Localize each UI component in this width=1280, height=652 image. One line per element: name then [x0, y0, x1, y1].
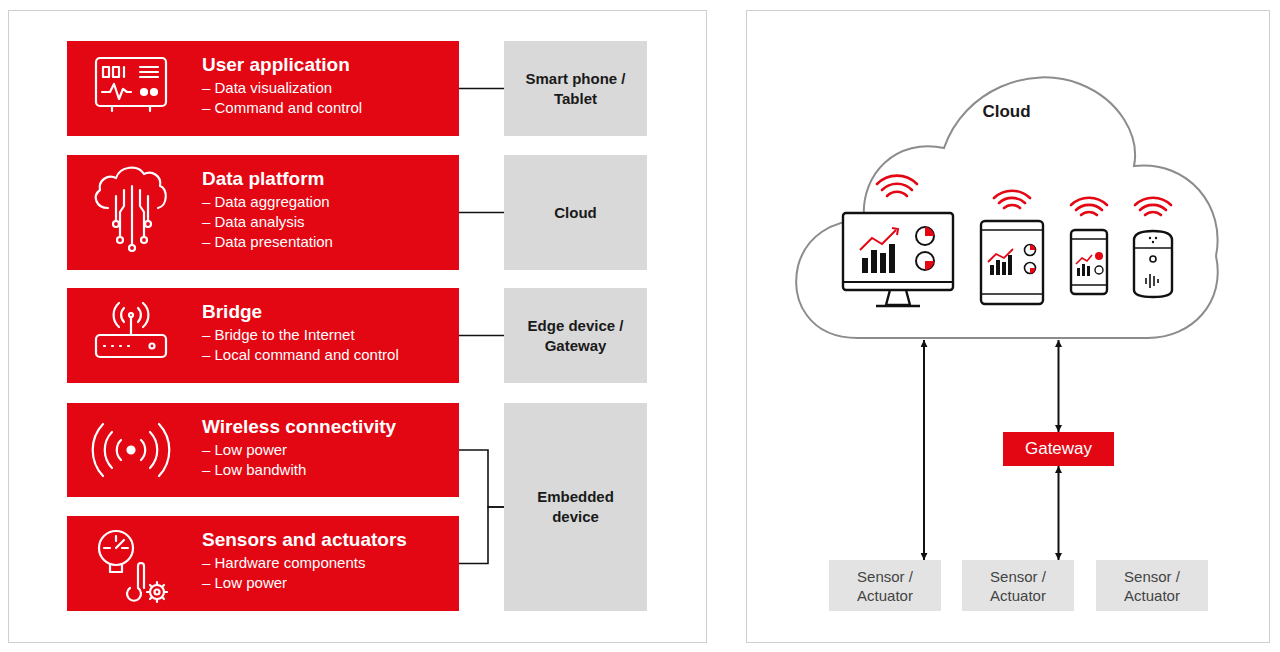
node-title: Embedded device	[512, 487, 639, 527]
node-bullet: – Data visualization	[202, 78, 449, 98]
bracket-line	[459, 212, 504, 214]
layer-box: User application– Data visualization– Co…	[67, 41, 459, 136]
node-title: Edge device / Gateway	[512, 316, 639, 356]
right-panel	[747, 11, 1270, 643]
gateway-box: Gateway	[1003, 432, 1114, 466]
bracket-line	[459, 450, 504, 507]
bracket-line	[459, 507, 504, 564]
node-title: Sensors and actuators	[202, 528, 449, 552]
node-title: User application	[202, 53, 449, 77]
node-title: Data platform	[202, 167, 449, 191]
node-bullet: – Low bandwith	[202, 460, 449, 480]
node-title: Sensor / Actuator	[1104, 567, 1200, 605]
cloud-shape: Cloud	[788, 60, 1225, 340]
node-title: Gateway	[1025, 439, 1092, 459]
node-bullet: – Data presentation	[202, 232, 449, 252]
node-bullet: – Local command and control	[202, 345, 449, 365]
layer-box: Wireless connectivity– Low power– Low ba…	[67, 403, 459, 497]
bracket-line	[459, 88, 504, 90]
layer-box: Sensors and actuators– Hardware componen…	[67, 516, 459, 611]
sensor-actuator-box: Sensor / Actuator	[962, 560, 1074, 611]
node-title: Smart phone / Tablet	[512, 69, 639, 109]
node-title: Sensor / Actuator	[970, 567, 1066, 605]
node-bullet: – Low power	[202, 573, 449, 593]
sensor-actuator-box: Sensor / Actuator	[1096, 560, 1208, 611]
node-title: Cloud	[788, 102, 1225, 122]
node-title: Sensor / Actuator	[837, 567, 933, 605]
layer-box: Bridge– Bridge to the Internet– Local co…	[67, 288, 459, 383]
double-arrow	[1058, 466, 1060, 560]
node-title: Wireless connectivity	[202, 415, 449, 439]
node-bullet: – Bridge to the Internet	[202, 325, 449, 345]
node-bullet: – Data aggregation	[202, 192, 449, 212]
node-bullet: – Hardware components	[202, 553, 449, 573]
double-arrow	[923, 340, 925, 560]
sensor-actuator-box: Sensor / Actuator	[829, 560, 941, 611]
left-panel	[9, 11, 707, 643]
device-box: Smart phone / Tablet	[504, 41, 647, 136]
layer-box: Data platform– Data aggregation– Data an…	[67, 155, 459, 270]
node-bullet: – Low power	[202, 440, 449, 460]
node-bullet: – Data analysis	[202, 212, 449, 232]
device-box: Embedded device	[504, 403, 647, 611]
node-bullet: – Command and control	[202, 98, 449, 118]
double-arrow	[1058, 340, 1060, 432]
device-box: Edge device / Gateway	[504, 288, 647, 383]
device-box: Cloud	[504, 155, 647, 270]
node-title: Cloud	[554, 203, 597, 223]
node-title: Bridge	[202, 300, 449, 324]
bracket-line	[459, 335, 504, 337]
